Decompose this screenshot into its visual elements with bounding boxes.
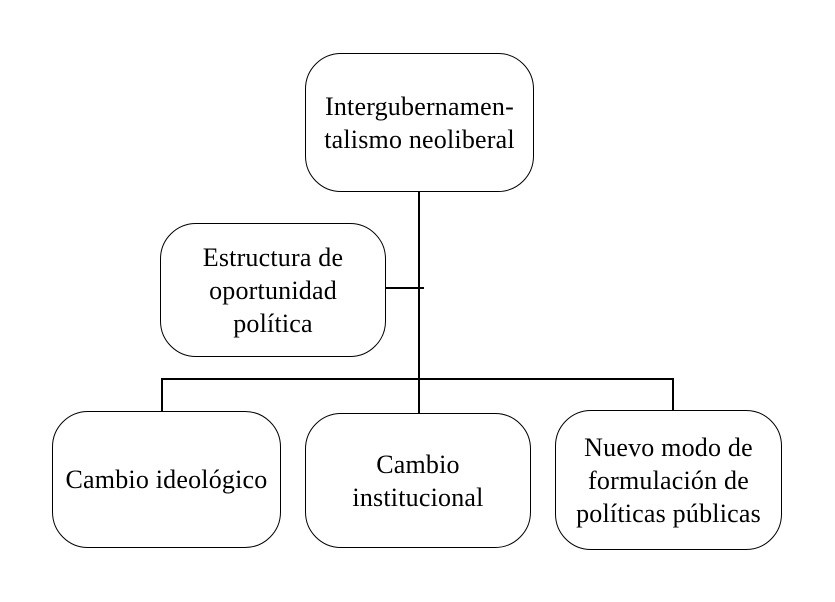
node-intergubernamentalismo-neoliberal: Intergubernamen- talismo neoliberal bbox=[305, 53, 534, 192]
node-label-nuevo-modo: Nuevo modo de formulación de políticas p… bbox=[576, 432, 761, 528]
node-nuevo-modo-formulacion-politicas: Nuevo modo de formulación de políticas p… bbox=[555, 410, 782, 550]
node-label-cambio-institucional: Cambio institucional bbox=[352, 449, 484, 512]
node-label-cambio-ideologico: Cambio ideológico bbox=[65, 465, 268, 494]
node-estructura-de-oportunidad-politica: Estructura de oportunidad política bbox=[160, 223, 386, 357]
connector-main-vertical bbox=[418, 192, 420, 413]
connector-children-horizontal bbox=[161, 378, 674, 380]
node-label-intergubernamentalismo: Intergubernamen- talismo neoliberal bbox=[324, 91, 515, 154]
node-cambio-ideologico: Cambio ideológico bbox=[52, 411, 281, 548]
connector-drop-ideologico bbox=[161, 378, 163, 412]
node-label-estructura: Estructura de oportunidad política bbox=[202, 242, 344, 338]
node-cambio-institucional: Cambio institucional bbox=[305, 413, 531, 548]
connector-drop-nuevo bbox=[672, 378, 674, 411]
connector-estructura-branch bbox=[386, 287, 424, 289]
